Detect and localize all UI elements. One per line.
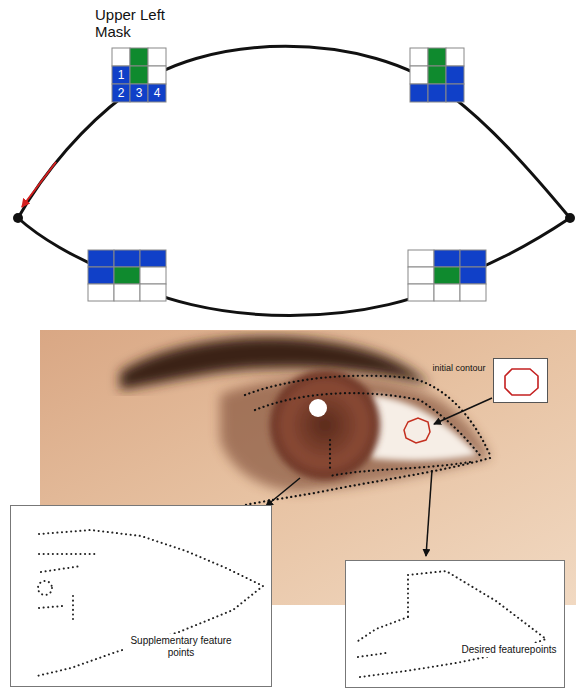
point-drawing <box>494 359 547 402</box>
point-drawing <box>11 506 271 686</box>
inset-caption: Supplementary feature points <box>123 634 239 659</box>
inset-box: Supplementary feature points <box>10 505 272 687</box>
pixel-mask <box>410 48 464 102</box>
point-drawing <box>346 561 564 687</box>
cell-number: 1 <box>112 66 130 84</box>
inset-caption: Desired featurepoints <box>458 643 560 657</box>
mask-title: Upper Left Mask <box>95 6 177 40</box>
direction-arrow <box>22 162 56 207</box>
pixel-mask <box>408 250 486 301</box>
cell-number: 4 <box>148 84 166 102</box>
cell-number: 3 <box>130 84 148 102</box>
pixel-mask <box>88 250 166 301</box>
contour-box: initial contour <box>493 358 548 403</box>
cell-number: 2 <box>112 84 130 102</box>
callout-text: initial contour <box>428 363 490 373</box>
inset-box: Desired featurepoints <box>345 560 565 688</box>
pixel-mask <box>112 48 166 102</box>
eye-outline <box>13 46 575 315</box>
